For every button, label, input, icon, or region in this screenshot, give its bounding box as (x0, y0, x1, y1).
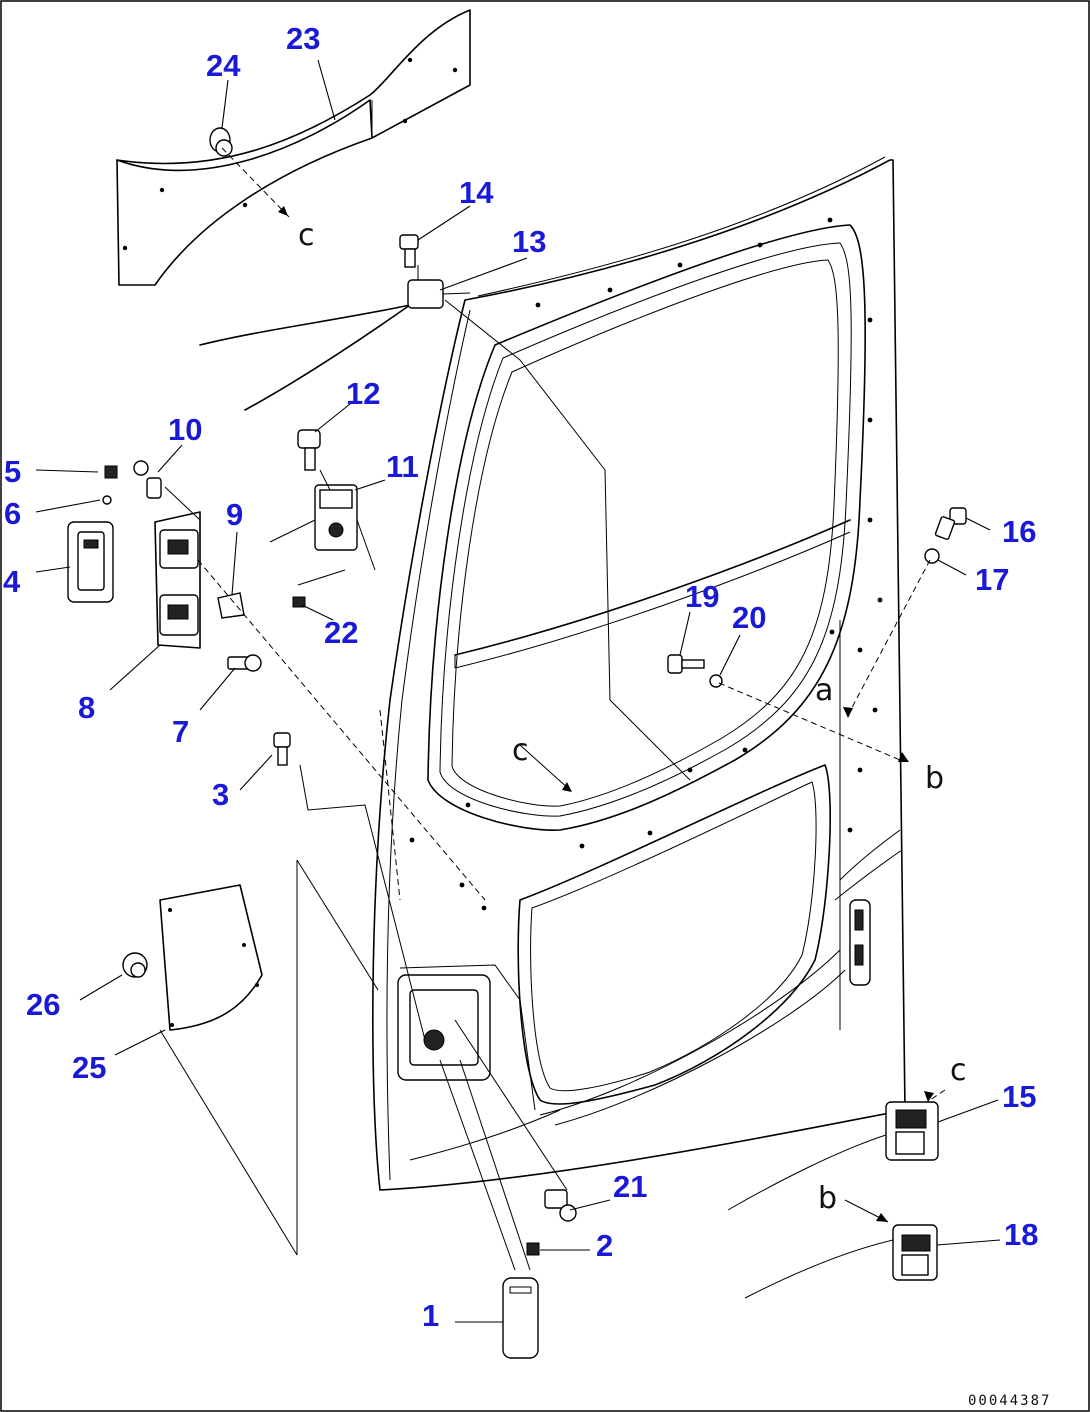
part-17-washer (924, 548, 940, 564)
part-20-washer (709, 674, 723, 688)
callout-22: 22 (324, 615, 358, 650)
ref-c-window: c (512, 733, 529, 768)
callout-labels: 1 2 3 4 5 6 7 8 9 10 11 12 13 14 15 16 1… (3, 21, 1038, 1333)
callout-17: 17 (975, 562, 1009, 597)
callout-16: 16 (1002, 514, 1036, 549)
part-9-cover (217, 592, 245, 619)
ref-b-lower: b (818, 1181, 837, 1216)
callout-11: 11 (386, 449, 419, 484)
part-10-screw (133, 460, 162, 499)
part-4-handle (67, 521, 114, 603)
part-3-bolt (273, 732, 291, 766)
callout-12: 12 (346, 376, 380, 411)
part-2-screw (526, 1242, 540, 1256)
cover-panel-25 (159, 884, 263, 1031)
callout-3: 3 (212, 777, 229, 812)
part-26-grommet (122, 952, 148, 978)
part-13-cable (199, 279, 471, 411)
arrow-heads (278, 206, 934, 1222)
part-18-striker (744, 1224, 938, 1299)
callout-10: 10 (168, 412, 202, 447)
part-12-bolt (297, 429, 321, 471)
ref-b-right: b (925, 761, 944, 796)
part-22-clip (292, 596, 306, 608)
ref-a: a (815, 673, 833, 708)
callout-8: 8 (78, 690, 95, 725)
door-panel (372, 156, 906, 1191)
callout-2: 2 (596, 1228, 613, 1263)
callout-4: 4 (3, 564, 21, 599)
callout-13: 13 (512, 224, 546, 259)
callout-7: 7 (172, 714, 189, 749)
leader-lines (35, 59, 1001, 1323)
callout-21: 21 (613, 1169, 647, 1204)
callout-1: 1 (422, 1298, 439, 1333)
part-15-striker (727, 1101, 939, 1211)
callout-18: 18 (1004, 1217, 1038, 1252)
assembly-lines (164, 147, 946, 1271)
callout-6: 6 (4, 496, 21, 531)
callout-24: 24 (206, 48, 241, 83)
part-16-bolt (934, 507, 967, 540)
callout-9: 9 (226, 497, 243, 532)
callout-20: 20 (732, 600, 766, 635)
ref-c-top: c (298, 218, 315, 253)
part-1-handle-cover (502, 1277, 539, 1359)
callout-26: 26 (26, 987, 60, 1022)
reference-letters: c c a b c b (298, 218, 967, 1216)
callout-19: 19 (685, 579, 719, 614)
part-11-lock (269, 484, 376, 586)
cover-panel-23 (116, 9, 471, 286)
callout-5: 5 (4, 454, 21, 489)
callout-14: 14 (459, 175, 494, 210)
part-24-grommet (209, 127, 233, 157)
ref-c-lower: c (950, 1053, 967, 1088)
part-5-screw (104, 465, 118, 479)
callout-25: 25 (72, 1050, 106, 1085)
part-8-bracket (154, 511, 201, 649)
document-number: 00044387 (968, 1393, 1051, 1409)
callout-23: 23 (286, 21, 320, 56)
part-19-bolt (667, 654, 705, 674)
part-7-bolt (227, 654, 262, 672)
part-21-cylinder (544, 1189, 577, 1222)
part-6-washer (102, 495, 112, 505)
part-14-bolt (399, 234, 419, 268)
callout-15: 15 (1002, 1079, 1036, 1114)
